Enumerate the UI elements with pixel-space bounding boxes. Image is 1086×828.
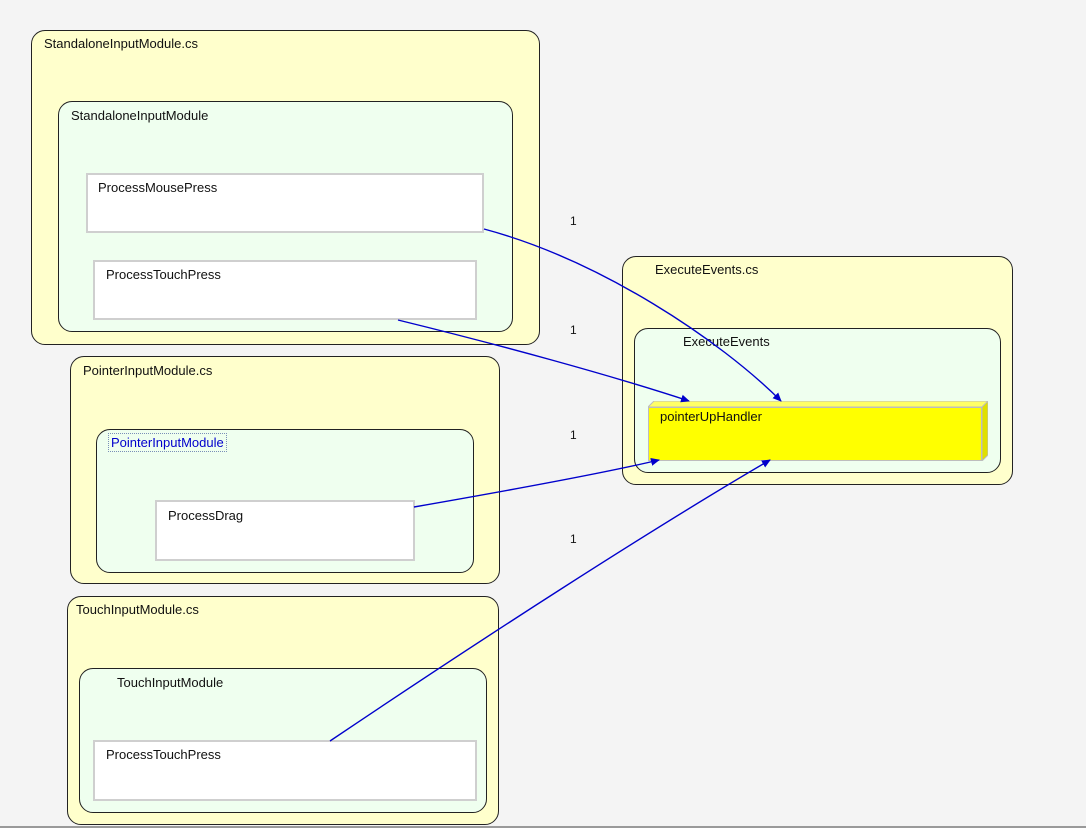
- class-label-standalone-input-module: StandaloneInputModule: [71, 108, 209, 123]
- file-label-standalone-input-module: StandaloneInputModule.cs: [44, 36, 198, 51]
- method-label: ProcessMousePress: [98, 180, 218, 195]
- method-label: ProcessDrag: [168, 508, 244, 523]
- method-process-touch-press-touch[interactable]: ProcessTouchPress: [93, 740, 477, 801]
- file-label-pointer-input-module: PointerInputModule.cs: [83, 363, 213, 378]
- method-pointer-up-handler[interactable]: pointerUpHandler: [648, 407, 982, 461]
- method-label: ProcessTouchPress: [106, 267, 221, 282]
- class-label-execute-events: ExecuteEvents: [683, 334, 770, 349]
- class-label-touch-input-module: TouchInputModule: [117, 675, 224, 690]
- method-process-mouse-press[interactable]: ProcessMousePress: [86, 173, 484, 233]
- bottom-divider: [0, 826, 1086, 828]
- file-label-touch-input-module: TouchInputModule.cs: [76, 602, 199, 617]
- edge-label: 1: [570, 323, 577, 337]
- class-link-pointer-input-module[interactable]: PointerInputModule: [108, 433, 227, 452]
- edge-label: 1: [570, 214, 577, 228]
- edge-label: 1: [570, 532, 577, 546]
- method-process-drag[interactable]: ProcessDrag: [155, 500, 415, 561]
- method-label: pointerUpHandler: [660, 409, 762, 424]
- method-process-touch-press-standalone[interactable]: ProcessTouchPress: [93, 260, 477, 320]
- file-label-execute-events: ExecuteEvents.cs: [655, 262, 759, 277]
- edge-label: 1: [570, 428, 577, 442]
- method-label: ProcessTouchPress: [106, 747, 221, 762]
